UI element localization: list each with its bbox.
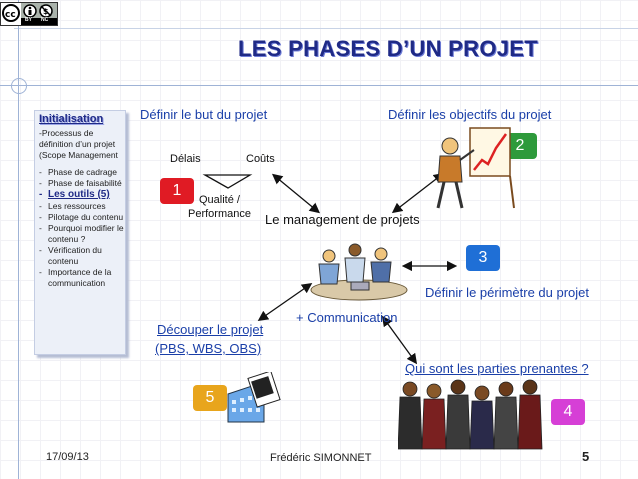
- margin-circle: [11, 78, 27, 94]
- cc-by-label: BY: [25, 17, 32, 23]
- sidebar-item: Vérification du contenu: [39, 245, 125, 267]
- decouper-text-2: (PBS, WBS, OBS): [155, 341, 262, 356]
- sidebar-item-highlighted: Les outils (5): [39, 189, 125, 201]
- arrow-objectives: [391, 172, 445, 214]
- objectives-text: Définir les objectifs du projet: [388, 107, 552, 122]
- sidebar-item: Pilotage du contenu: [39, 212, 125, 223]
- sidebar-heading: Initialisation: [39, 113, 104, 125]
- triangle-performance: Performance: [188, 208, 251, 220]
- arrow-decouper: [257, 283, 313, 321]
- cc-license-icon: cc $ BY NC: [0, 2, 58, 26]
- arrow-goal: [271, 173, 321, 214]
- communication-text: + Communication: [296, 310, 398, 325]
- businesspeople-icon: [398, 379, 543, 450]
- top-band: [14, 0, 638, 29]
- sidebar-item: Phase de cadrage: [39, 167, 125, 178]
- sidebar-item: Pourquoi modifier le contenu ?: [39, 223, 125, 245]
- team-meeting-icon: [310, 243, 408, 301]
- sidebar-box: Initialisation -Processus de définition …: [34, 110, 126, 355]
- sidebar-list: Phase de cadrage Phase de faisabilité Le…: [39, 167, 125, 289]
- margin-line-horizontal: [0, 85, 638, 86]
- triangle-couts: Coûts: [246, 153, 275, 165]
- goal-text: Définir le but du projet: [140, 107, 268, 122]
- badge-4: 4: [551, 399, 585, 425]
- cc-nc-label: NC: [41, 17, 49, 23]
- sidebar-item: Phase de faisabilité: [39, 178, 125, 189]
- perimeter-text: Définir le périmètre du projet: [425, 285, 590, 300]
- footer-date: 17/09/13: [46, 451, 89, 463]
- presenter-chart-icon: [436, 127, 515, 209]
- arrow-stakeholders: [381, 315, 418, 365]
- stakeholders-text: Qui sont les parties prenantes ?: [405, 361, 589, 376]
- sidebar-intro: -Processus de définition d’un projet (Sc…: [39, 128, 118, 160]
- badge-3: 3: [466, 245, 500, 271]
- triangle-qualite: Qualité /: [199, 194, 240, 206]
- building-document-icon: [227, 372, 281, 423]
- cc-license-graphic: cc $: [1, 3, 57, 25]
- sidebar-item: Importance de la communication: [39, 267, 125, 289]
- center-text: Le management de projets: [265, 212, 420, 227]
- slide-title: LES PHASES D’UN PROJET: [238, 36, 538, 61]
- badge-1: 1: [160, 178, 194, 204]
- sidebar-item: Les ressources: [39, 201, 125, 212]
- decouper-text-1: Découper le projet: [157, 322, 264, 337]
- footer-author: Frédéric SIMONNET: [270, 452, 372, 464]
- svg-text:cc: cc: [5, 10, 16, 20]
- triangle-shape: [202, 174, 253, 189]
- triangle-delais: Délais: [170, 153, 201, 165]
- margin-line-vertical: [18, 0, 19, 479]
- badge-5: 5: [193, 385, 227, 411]
- page-number: 5: [582, 449, 590, 464]
